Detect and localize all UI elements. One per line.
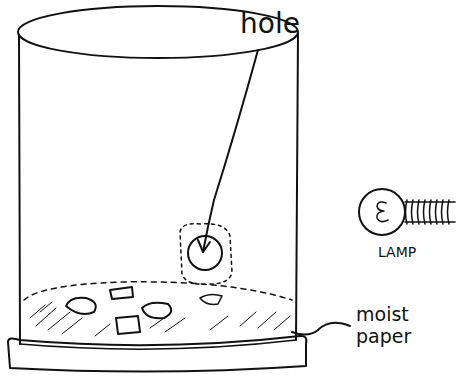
jar-side (296, 34, 298, 340)
label-box: hole (240, 8, 320, 40)
callout-label: LAMP (378, 244, 438, 260)
lamp-coil (405, 200, 455, 224)
leader-line (203, 50, 258, 252)
label-box: LAMP (378, 244, 438, 260)
lamp-bulb (359, 189, 405, 235)
lamp-filament (377, 202, 388, 222)
jar-side (19, 36, 20, 344)
seed (116, 316, 140, 334)
seed (142, 303, 171, 319)
leader-arrow (198, 240, 210, 252)
label-box: moist paper (356, 304, 428, 348)
seed (200, 294, 222, 304)
callout-label: hole (240, 8, 320, 40)
jar-floor (24, 282, 292, 300)
dish-rim (20, 340, 296, 349)
dish (8, 336, 306, 372)
seed (66, 298, 96, 314)
seed (110, 287, 133, 299)
paper-hatching (30, 302, 290, 336)
callout-label: moist paper (356, 304, 428, 348)
leader-line (292, 323, 350, 335)
